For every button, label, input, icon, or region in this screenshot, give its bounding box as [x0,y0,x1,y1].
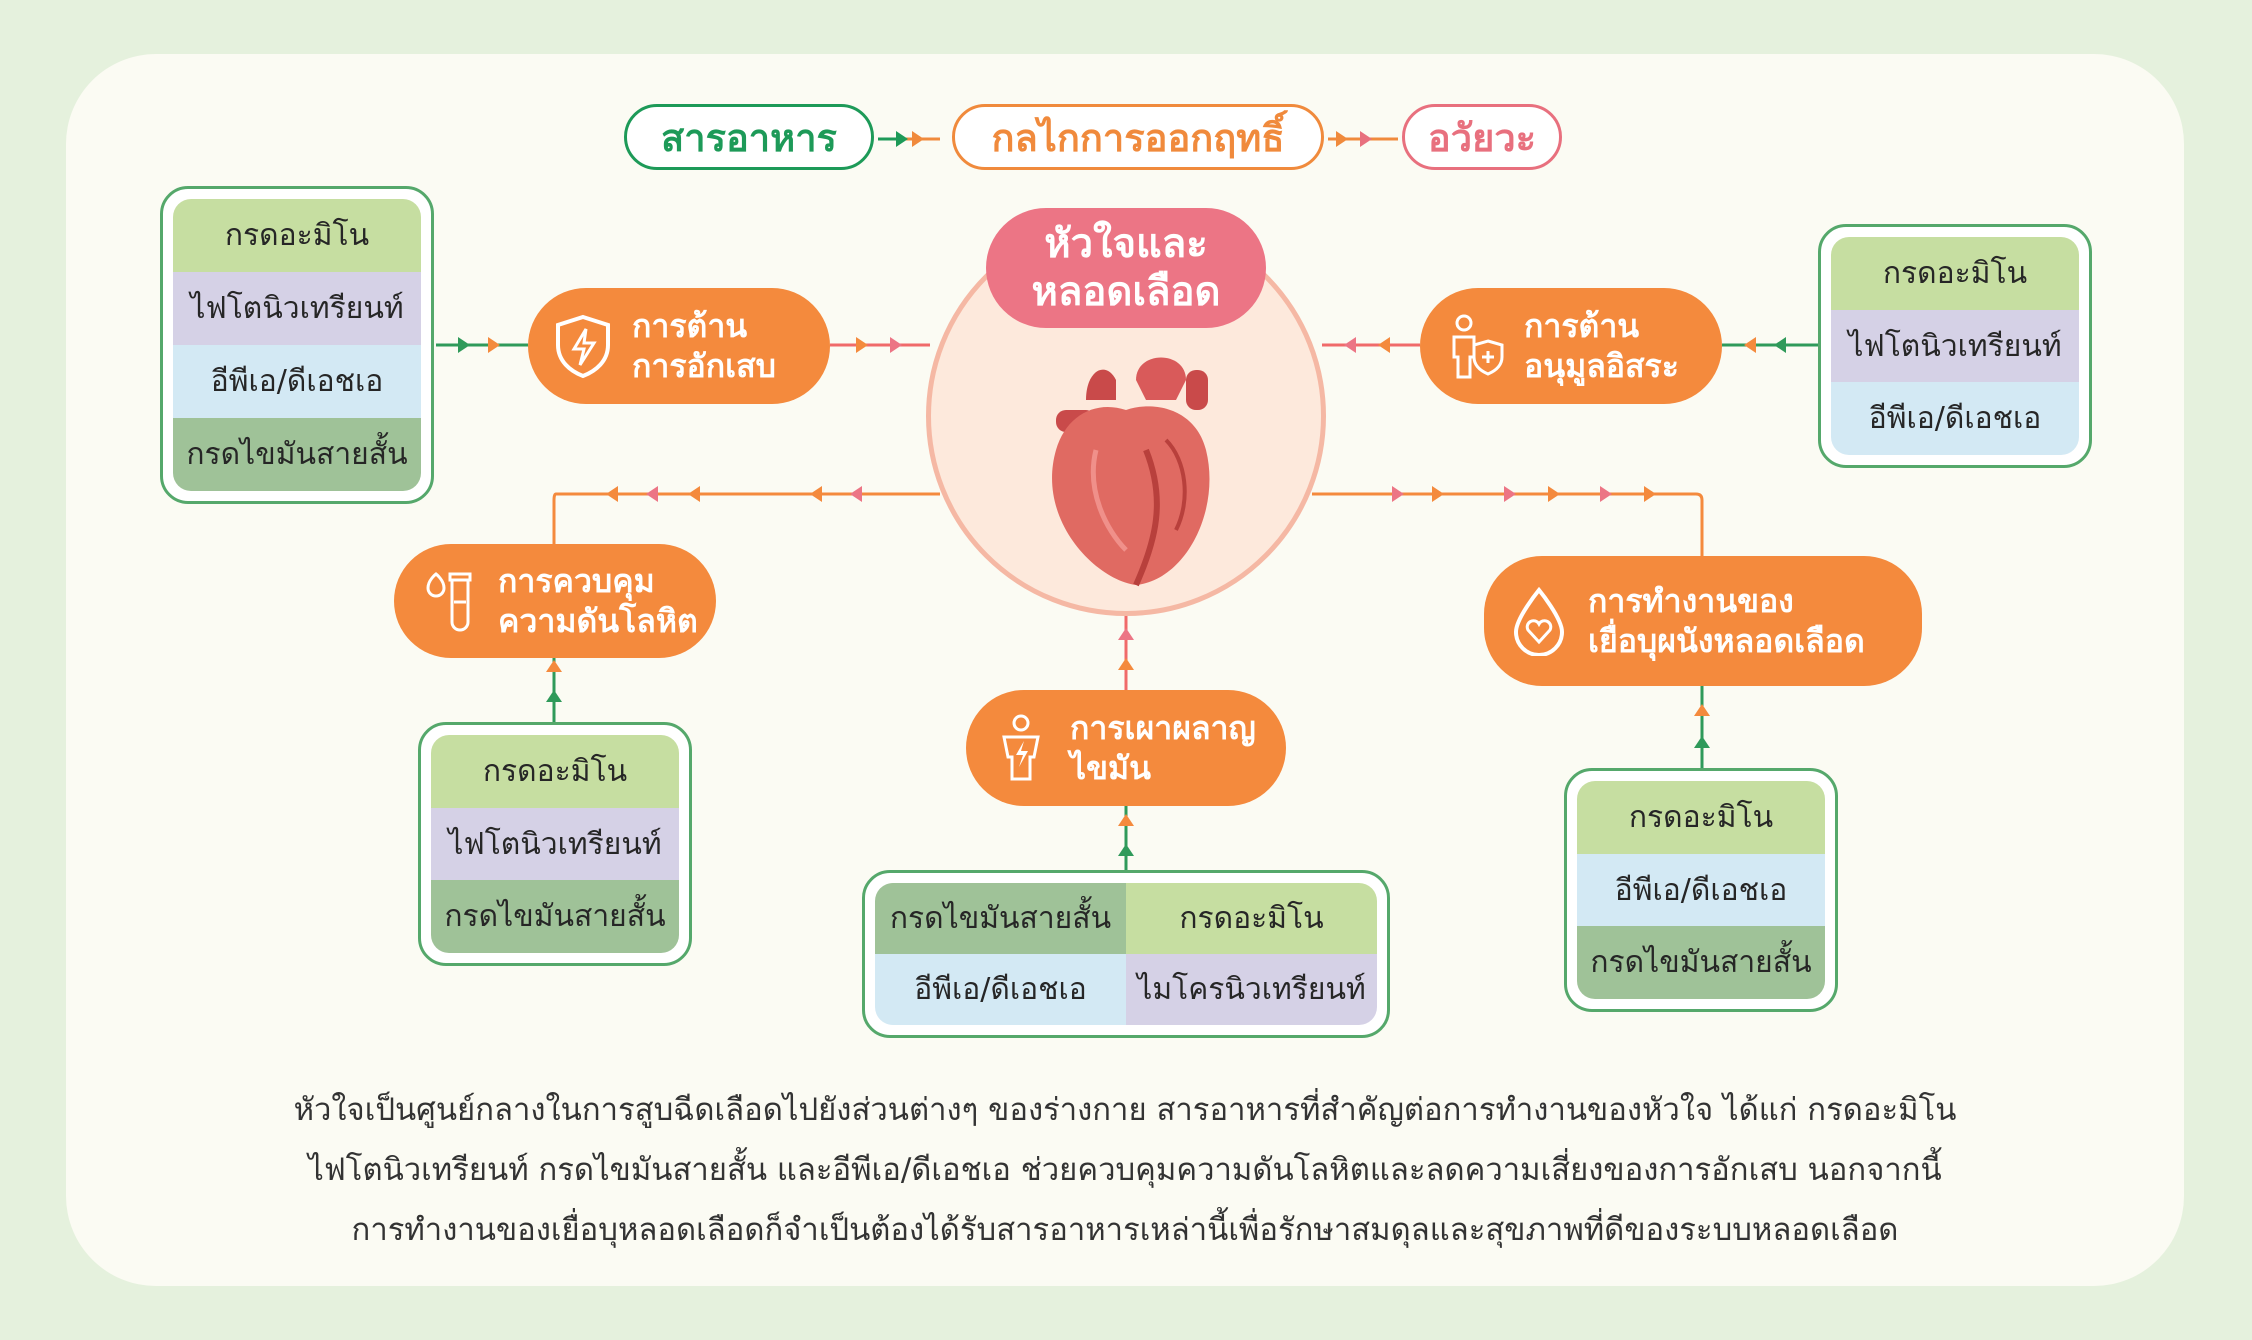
nutrient-box-fat-burning: กรดไขมันสายสั้น กรดอะมิโน อีพีเอ/ดีเอชเอ… [862,870,1390,1038]
nutrient-box-anti-inflammation: กรดอะมิโน ไฟโตนิวเทรียนท์ อีพีเอ/ดีเอชเอ… [160,186,434,504]
mechanism-bp-control: การควบคุม ความดันโลหิต [394,544,716,658]
description-line: หัวใจเป็นศูนย์กลางในการสูบฉีดเลือดไปยังส… [293,1092,1957,1128]
mechanism-label: การต้าน อนุมูลอิสระ [1524,307,1679,385]
legend-mechanism: กลไกการออกฤทธิ์ [952,104,1324,170]
description-line: ไฟโตนิวเทรียนท์ กรดไขมันสายสั้น และอีพีเ… [308,1152,1942,1188]
nutrient-item: กรดไขมันสายสั้น [431,880,679,954]
nutrient-item: กรดไขมันสายสั้น [1577,926,1825,1000]
description-text: หัวใจเป็นศูนย์กลางในการสูบฉีดเลือดไปยังส… [150,1080,2100,1260]
drop-heart-icon [1513,586,1565,656]
mechanism-endothelium: การทำงานของ เยื่อบุผนังหลอดเลือด [1484,556,1922,686]
nutrient-item: กรดอะมิโน [1126,883,1377,954]
center-title: หัวใจและ หลอดเลือด [986,208,1266,328]
blood-tube-icon [426,572,472,632]
nutrient-item: กรดอะมิโน [1831,237,2079,310]
nutrient-item: กรดอะมิโน [1577,781,1825,854]
nutrient-item: ไฟโตนิวเทรียนท์ [431,807,679,881]
heart-icon [1052,357,1210,587]
legend-organ: อวัยวะ [1402,104,1562,170]
mechanism-label: การเผาผลาญ ไขมัน [1070,709,1256,787]
nutrient-item: กรดไขมันสายสั้น [173,418,421,491]
mechanism-label: การทำงานของ เยื่อบุผนังหลอดเลือด [1588,582,1865,660]
nutrient-item: อีพีเอ/ดีเอชเอ [1831,382,2079,456]
mechanism-anti-inflammation: การต้าน การอักเสบ [528,288,830,404]
arrow-markers [458,131,1786,856]
mechanism-fat-burning: การเผาผลาญ ไขมัน [966,690,1286,806]
nutrient-item: กรดไขมันสายสั้น [875,883,1126,954]
nutrient-item: อีพีเอ/ดีเอชเอ [875,954,1126,1025]
mechanism-label: การควบคุม ความดันโลหิต [498,562,698,640]
body-energy-icon [1002,714,1040,781]
line-heart-to-bp [552,492,940,544]
nutrient-item: ไฟโตนิวเทรียนท์ [1831,309,2079,383]
description-line: การทำงานของเยื่อบุหลอดเลือดก็จำเป็นต้องไ… [351,1212,1899,1248]
nutrient-item: ไฟโตนิวเทรียนท์ [173,272,421,345]
nutrient-item: กรดอะมิโน [431,735,679,808]
nutrient-box-bp-control: กรดอะมิโน ไฟโตนิวเทรียนท์ กรดไขมันสายสั้… [418,722,692,966]
legend-nutrient: สารอาหาร [624,104,874,170]
nutrient-item: อีพีเอ/ดีเอชเอ [173,345,421,418]
nutrient-item: กรดอะมิโน [173,199,421,272]
line-heart-to-endothelium [1312,492,1704,556]
person-shield-icon [1452,314,1504,379]
mechanism-antioxidant: การต้าน อนุมูลอิสระ [1420,288,1722,404]
nutrient-item: อีพีเอ/ดีเอชเอ [1577,853,1825,927]
nutrient-box-endothelium: กรดอะมิโน อีพีเอ/ดีเอชเอ กรดไขมันสายสั้น [1564,768,1838,1012]
shield-lightning-icon [556,314,610,379]
nutrient-item: ไมโครนิวเทรียนท์ [1126,954,1377,1025]
nutrient-box-antioxidant: กรดอะมิโน ไฟโตนิวเทรียนท์ อีพีเอ/ดีเอชเอ [1818,224,2092,468]
mechanism-label: การต้าน การอักเสบ [632,307,776,385]
